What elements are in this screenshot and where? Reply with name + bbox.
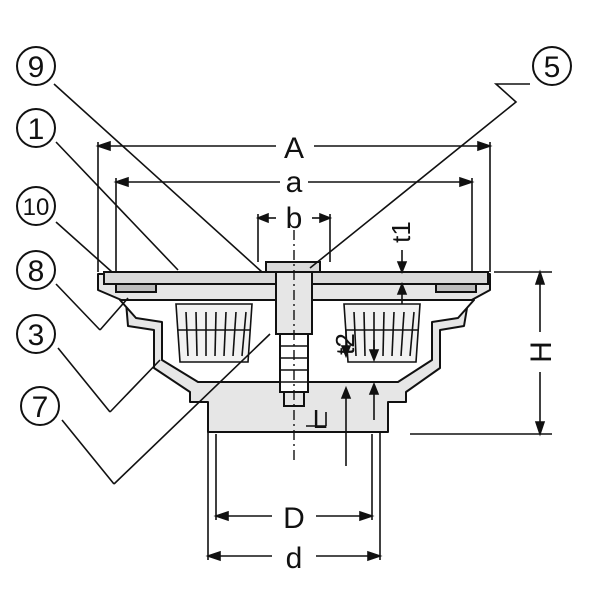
dimension-lines [95,140,552,562]
callout-5: 5 [532,46,572,86]
dimension-label-A: A [284,132,304,165]
callout-3: 3 [16,314,56,354]
dimension-label-D: D [283,502,305,535]
dimension-label-L: L [313,404,327,434]
strainer-basket-left [175,303,253,363]
svg-text:5: 5 [544,51,561,84]
svg-text:1: 1 [28,113,45,146]
callout-9: 9 [16,46,56,86]
svg-text:7: 7 [32,391,49,424]
dimension-label-d: d [286,542,303,575]
svg-text:9: 9 [28,51,45,84]
callout-8: 8 [16,250,56,290]
svg-text:8: 8 [28,255,45,288]
leader-lines [53,83,530,485]
callout-1: 1 [16,108,56,148]
dimension-label-H: H [525,341,558,363]
svg-text:3: 3 [28,319,45,352]
callout-10: 10 [16,186,56,226]
dimension-label-t1: t1 [386,221,416,243]
dimension-label-t2: t2 [330,333,360,355]
dimension-label-b: b [286,202,303,235]
svg-text:10: 10 [23,194,50,221]
dimension-label-a: a [286,166,303,199]
callout-7: 7 [20,386,60,426]
